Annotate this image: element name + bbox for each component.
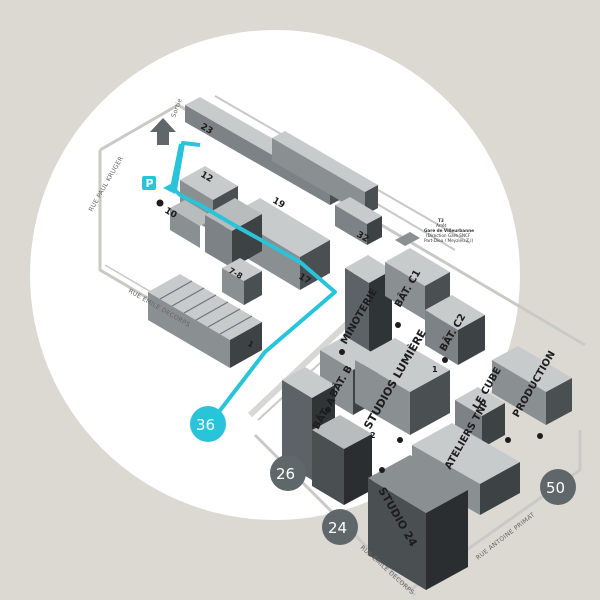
road-perimeter-top — [99, 103, 586, 347]
badge-50 — [540, 469, 576, 505]
entrance-dot-icon — [395, 322, 401, 328]
badge-26 — [270, 455, 306, 491]
building-1-wall — [148, 292, 230, 368]
building-10-wall — [170, 208, 200, 248]
bat-c2-roof — [425, 295, 485, 330]
label-1: 1 — [246, 339, 256, 350]
right-campus — [282, 232, 572, 590]
entrance-dot-icon — [505, 437, 511, 443]
route-arrow-icon — [163, 180, 178, 194]
tram-direction-2: Part-Dieu / Meyzieu Z.I) — [424, 238, 473, 243]
badge-36-label: 36 — [196, 416, 215, 434]
tower-wall — [312, 430, 344, 505]
access-route — [173, 141, 337, 415]
studio-24-side — [426, 490, 468, 590]
entrance-dot-icon — [339, 349, 345, 355]
building-19-side — [365, 185, 378, 215]
entrance-dot-icon — [156, 199, 164, 207]
building-78-wall — [222, 268, 244, 305]
bat-c1-roof — [385, 248, 450, 286]
label-studios-lumiere-1: 1 — [432, 365, 438, 374]
building-32-side — [367, 216, 382, 245]
building-center-wall — [205, 215, 232, 268]
tram-direction: (Direction Gare SNCF — [426, 233, 471, 238]
ateliers-tnp-side — [480, 462, 520, 515]
tram-line: T3 — [438, 218, 444, 223]
entrance-dot-icon — [325, 407, 331, 413]
tram-stop: Arrêt — [436, 223, 447, 228]
entrance-dot-icon — [379, 467, 385, 473]
studios-lumiere-roof — [355, 338, 450, 392]
tower-roof — [312, 415, 372, 449]
tower-side — [344, 434, 372, 505]
building-12-roof — [180, 166, 238, 200]
studio-24-roof — [368, 455, 468, 513]
left-campus — [148, 97, 382, 368]
building-19-wall — [272, 138, 365, 215]
building-78-side — [244, 271, 262, 305]
arrow-up-icon — [150, 118, 176, 145]
le-cube-side — [482, 403, 505, 448]
building-10-roof — [170, 200, 215, 226]
building-1-side — [230, 322, 262, 368]
building-32-wall — [335, 205, 367, 245]
bat-c1-wall — [385, 262, 425, 320]
production-roof — [492, 346, 572, 392]
building-32-roof — [335, 197, 382, 224]
parking-label: P — [146, 177, 154, 190]
building-78-roof — [222, 258, 262, 281]
ateliers-tnp-roof — [412, 423, 520, 484]
badge-26-label: 26 — [276, 465, 295, 483]
studios-lumiere-wall — [355, 360, 410, 435]
bat-a-roof — [282, 367, 335, 398]
entrance-dot-icon — [442, 357, 448, 363]
building-19-roof — [272, 131, 378, 192]
bat-c2-side — [458, 315, 485, 365]
studio-24-wall — [368, 478, 426, 590]
badge-36 — [190, 406, 226, 442]
building-23-wall — [185, 105, 330, 205]
building-17-side — [300, 240, 330, 290]
bat-a-wall — [282, 380, 312, 480]
address-badges: 36 26 24 50 — [190, 406, 576, 545]
tram-info: T3 Arrêt Gare de Villeurbanne (Direction… — [424, 218, 474, 243]
badge-24 — [322, 509, 358, 545]
studios-lumiere-side — [410, 370, 450, 435]
entrance-dot-icon — [537, 433, 543, 439]
building-1-roof — [148, 274, 262, 340]
le-cube-roof — [455, 387, 505, 416]
entrance-markers — [156, 199, 543, 473]
bat-c2-wall — [425, 310, 458, 365]
badge-24-label: 24 — [328, 519, 347, 537]
route-to-parking — [170, 143, 183, 189]
production-wall — [492, 360, 546, 425]
minoterie-roof — [345, 255, 392, 283]
building-center-roof — [205, 198, 262, 231]
tram-station: Gare de Villeurbanne — [424, 228, 474, 233]
label-studios-lumiere-2: 2 — [370, 431, 376, 440]
parking-icon — [142, 176, 156, 190]
production-side — [546, 378, 572, 425]
tram-shelter — [395, 232, 420, 246]
minoterie-wall — [345, 268, 369, 360]
badge-50-label: 50 — [546, 479, 565, 497]
building-1-ribs — [159, 280, 253, 335]
entrance-dot-icon — [397, 437, 403, 443]
